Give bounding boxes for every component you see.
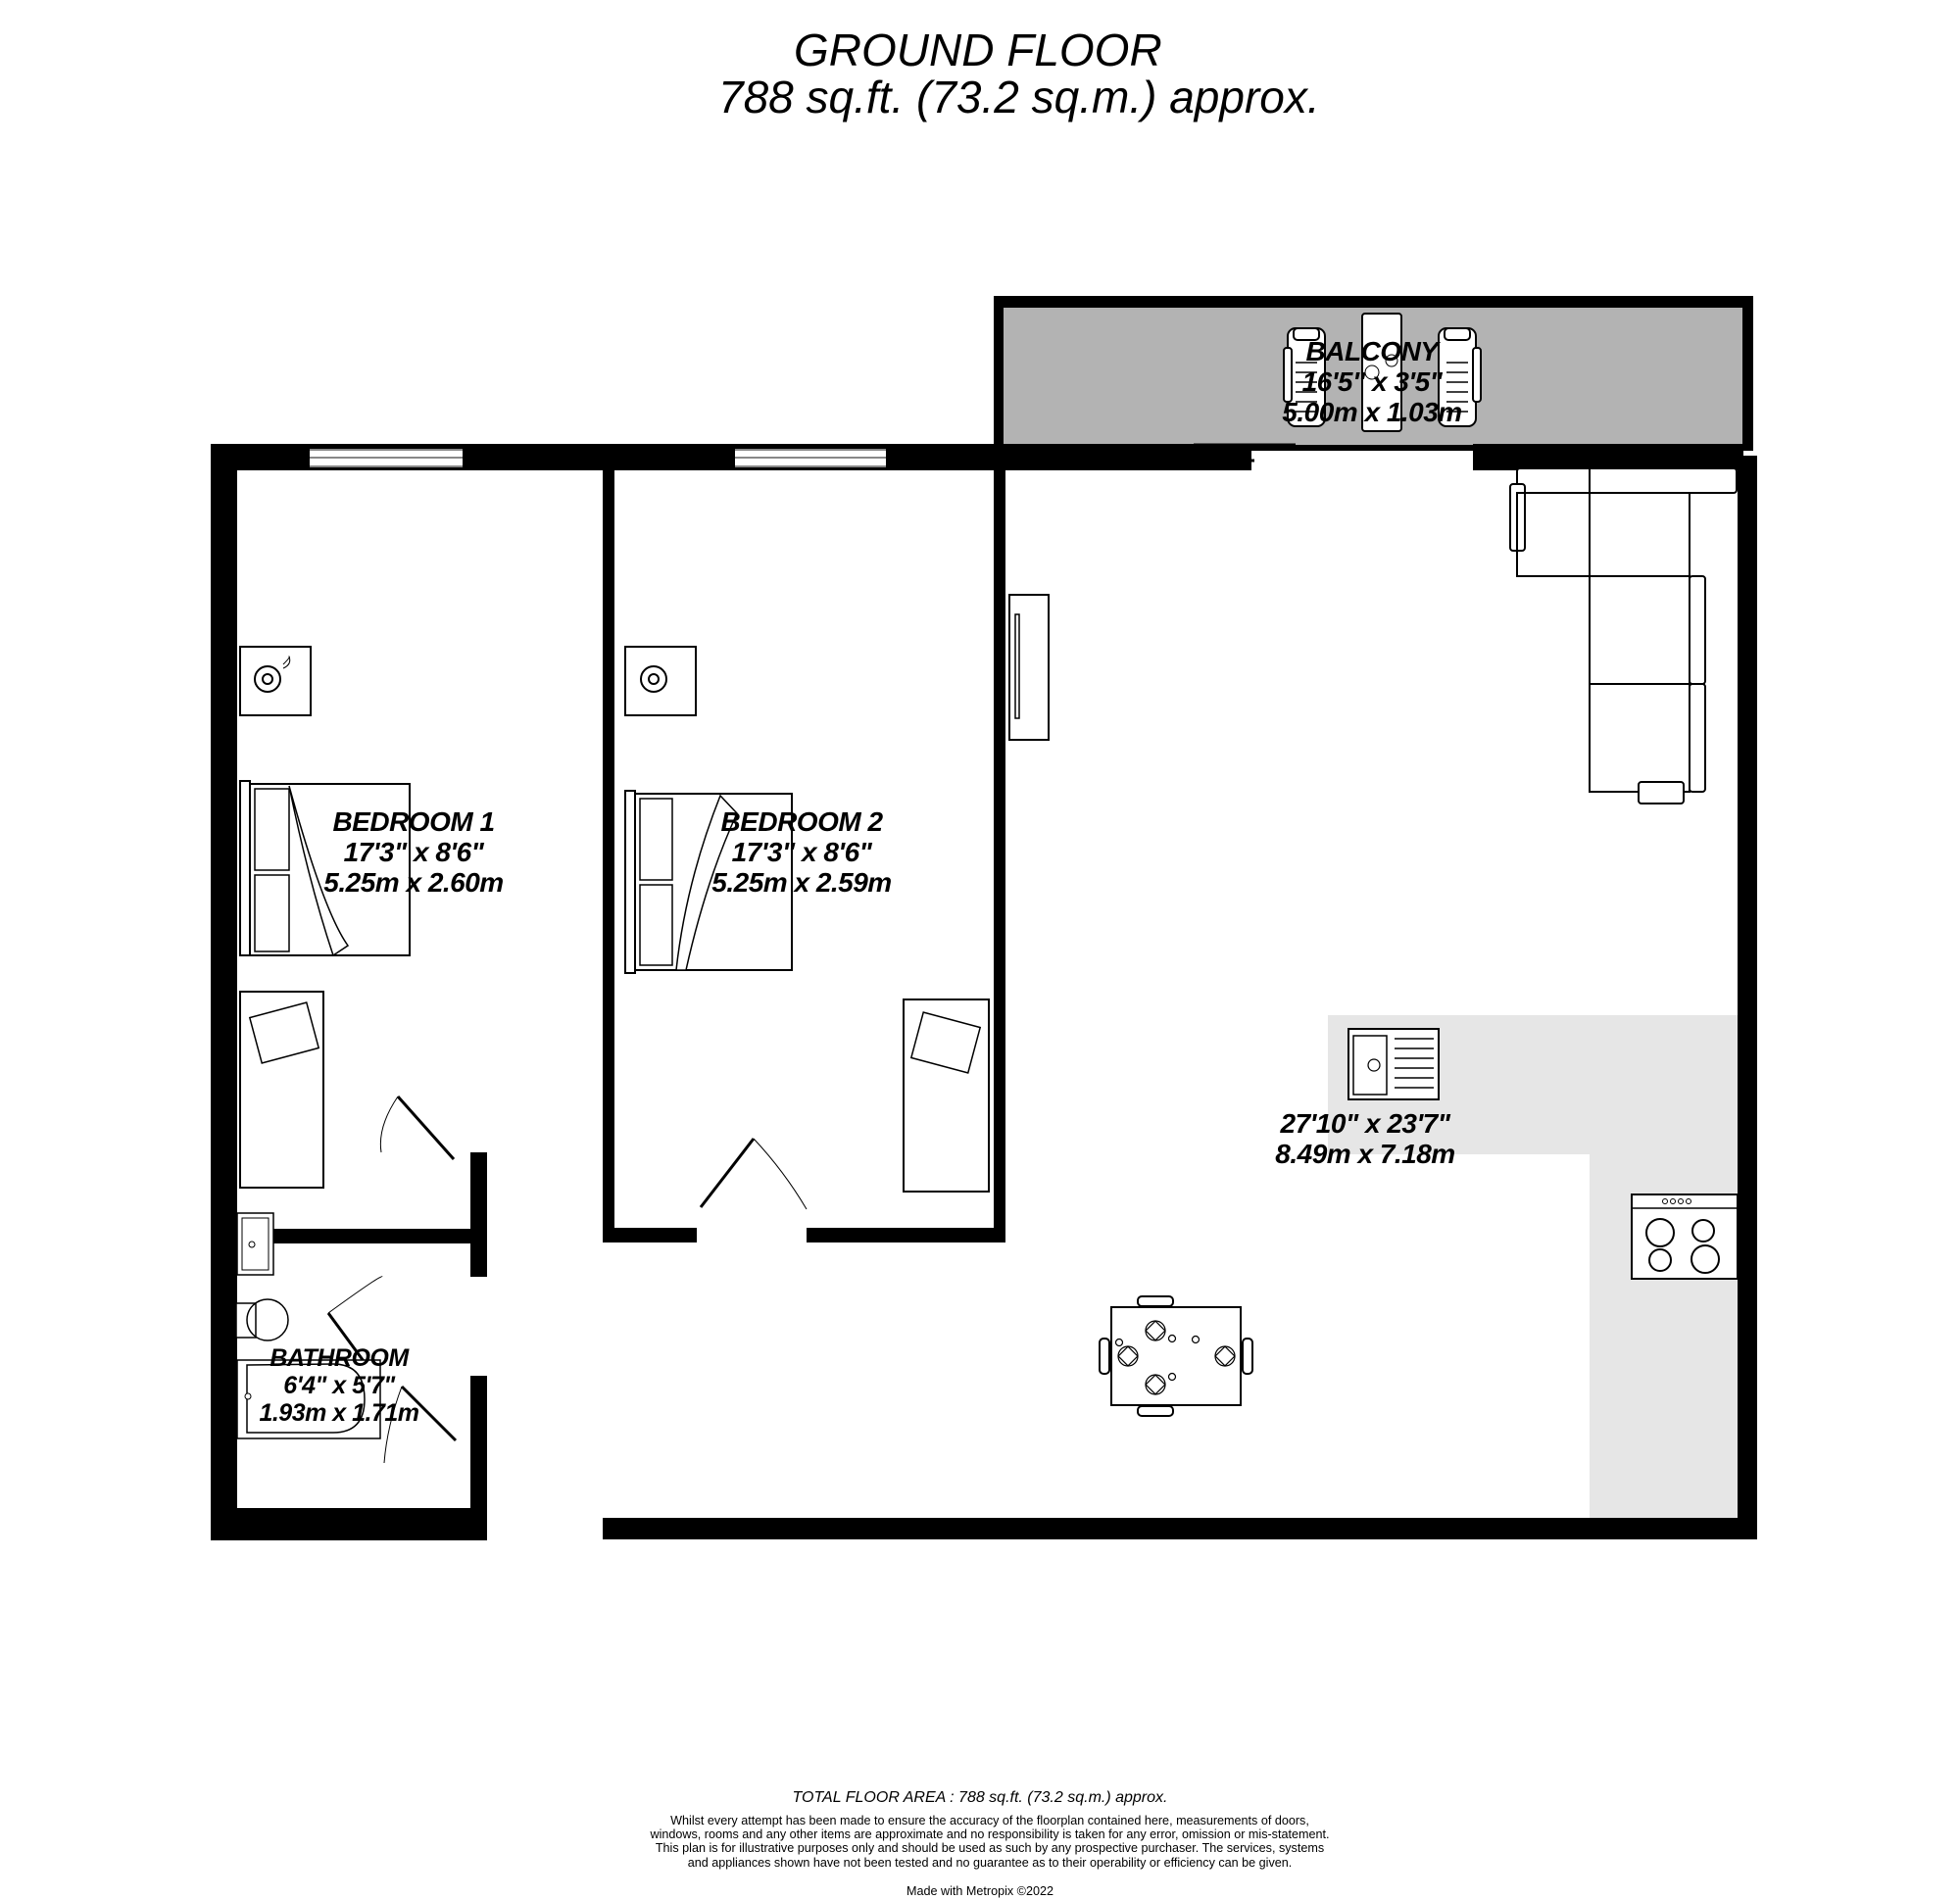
tv-unit-icon	[1008, 594, 1050, 741]
room-dimensions-metric: 8.49m x 7.18m	[1275, 1139, 1455, 1169]
room-label-living-kitchen: 27'10" x 23'7" 8.49m x 7.18m	[1275, 1108, 1455, 1169]
room-dimensions-imperial: 27'10" x 23'7"	[1280, 1108, 1450, 1139]
room-dimensions-metric: 5.00m x 1.03m	[1282, 397, 1462, 427]
bathroom-fixtures	[235, 1212, 381, 1439]
doors	[326, 1096, 808, 1464]
room-dimensions-imperial: 16'5" x 3'5"	[1301, 366, 1443, 397]
bed-headboard-icon	[624, 790, 636, 974]
room-dimensions-metric: 1.93m x 1.71m	[259, 1399, 419, 1427]
door-entrance	[383, 1385, 458, 1464]
bedroom2-furniture	[624, 646, 990, 1193]
window-bedroom1	[310, 449, 463, 467]
room-dimensions-imperial: 17'3" x 8'6"	[731, 837, 872, 867]
window-bedroom2	[735, 449, 886, 467]
bedroom1-furniture	[239, 646, 411, 1189]
kitchen-area	[1328, 1015, 1738, 1520]
desk-chair-icon	[909, 1011, 982, 1074]
floor-area-subtitle: 788 sq.ft. (73.2 sq.m.) approx.	[718, 72, 1320, 122]
room-name: BEDROOM 2	[720, 806, 883, 837]
room-label-bedroom2: BEDROOM 2 17'3" x 8'6" 5.25m x 2.59m	[711, 806, 892, 898]
toilet-icon	[235, 1298, 289, 1341]
basin-icon	[236, 1212, 274, 1276]
balcony-area	[994, 296, 1753, 463]
bed-headboard-icon	[239, 780, 251, 956]
balcony-chair-left-icon	[1283, 327, 1326, 427]
dining-table-icon	[1099, 1295, 1253, 1417]
walls	[211, 444, 1757, 1540]
credit-text: Made with Metropix ©2022	[906, 1884, 1054, 1898]
corner-sofa-icon	[1509, 467, 1738, 804]
hob-icon	[1631, 1194, 1739, 1280]
door-bedroom2	[699, 1138, 808, 1210]
room-dimensions-metric: 5.25m x 2.59m	[711, 867, 892, 898]
desk-chair-icon	[248, 1001, 320, 1064]
door-bedroom1	[379, 1096, 456, 1160]
bathtub-icon	[236, 1359, 381, 1439]
balcony-chair-right-icon	[1438, 327, 1482, 427]
disclaimer-text: Whilst every attempt has been made to en…	[650, 1814, 1330, 1870]
room-label-balcony: BALCONY 16'5" x 3'5" 5.00m x 1.03m	[1282, 336, 1462, 427]
living-furniture	[1008, 467, 1739, 1417]
room-dimensions-imperial: 17'3" x 8'6"	[343, 837, 484, 867]
room-dimensions-imperial: 6'4" x 5'7"	[283, 1372, 395, 1399]
total-floor-area: TOTAL FLOOR AREA : 788 sq.ft. (73.2 sq.m…	[792, 1789, 1168, 1806]
floor-title: GROUND FLOOR	[794, 24, 1162, 75]
room-name: BALCONY	[1305, 336, 1439, 366]
windows	[310, 449, 886, 467]
bedside-table-icon	[239, 646, 312, 716]
balcony-table-icon	[1361, 313, 1402, 432]
room-name: BATHROOM	[270, 1344, 409, 1372]
kitchen-sink-icon	[1348, 1028, 1440, 1100]
room-name: BEDROOM 1	[332, 806, 495, 837]
room-label-bathroom: BATHROOM 6'4" x 5'7" 1.93m x 1.71m	[259, 1344, 419, 1427]
room-label-bedroom1: BEDROOM 1 17'3" x 8'6" 5.25m x 2.60m	[323, 806, 504, 898]
room-dimensions-metric: 5.25m x 2.60m	[323, 867, 504, 898]
